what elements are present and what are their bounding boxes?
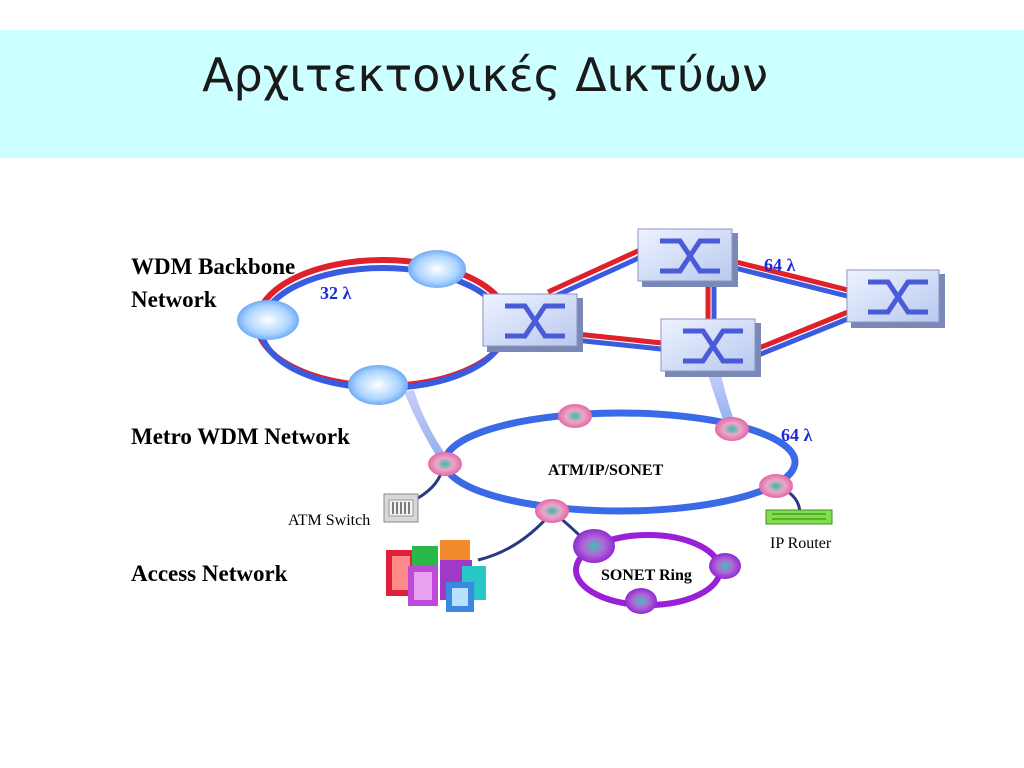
lambda-32-label: 32 λ <box>320 283 352 303</box>
uplink-funnel-right <box>707 370 736 428</box>
buildings-icon <box>386 540 486 612</box>
wdm-switch-icon <box>637 228 738 287</box>
page-title: Αρχιτεκτονικές Δικτύων <box>202 48 768 102</box>
metro-network-label: Metro WDM Network <box>131 424 350 449</box>
optical-node-icon <box>237 300 299 340</box>
backbone-network-label: WDM Backbone Network <box>131 254 296 312</box>
access-network-label: Access Network <box>131 561 288 586</box>
optical-node-icon <box>408 250 466 288</box>
atm-switch-icon <box>383 493 419 523</box>
title-bar <box>0 30 1024 158</box>
sonet-ring-label: SONET Ring <box>601 567 692 584</box>
ip-router-label: IP Router <box>770 535 832 552</box>
metro-node-icon <box>535 499 569 523</box>
metro-node-icon <box>715 417 749 441</box>
ip-router-icon <box>765 509 833 525</box>
sonet-node-icon <box>709 553 741 579</box>
wdm-switch-icon <box>660 318 761 377</box>
lambda-64-metro-label: 64 λ <box>781 425 813 445</box>
wdm-switch-icon <box>482 293 583 352</box>
atm-switch-label: ATM Switch <box>288 512 371 529</box>
atm-ip-sonet-label: ATM/IP/SONET <box>548 462 664 479</box>
metro-node-icon <box>759 474 793 498</box>
sonet-node-icon <box>573 529 615 563</box>
optical-node-icon <box>348 365 408 405</box>
metro-node-icon <box>428 452 462 476</box>
wdm-switch-icon <box>846 269 945 328</box>
lambda-64-top-label: 64 λ <box>764 255 796 275</box>
uplink-funnel-left <box>404 390 448 462</box>
sonet-node-icon <box>625 588 657 614</box>
metro-node-icon <box>558 404 592 428</box>
